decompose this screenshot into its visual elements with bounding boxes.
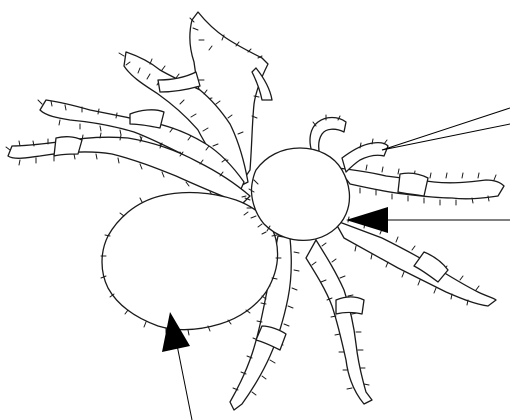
pedipalp-right xyxy=(342,143,388,172)
right-leg-3 xyxy=(306,240,372,404)
abdomen xyxy=(101,193,281,335)
right-leg-1 xyxy=(338,163,504,205)
right-leg-2 xyxy=(334,217,496,306)
cephalothorax-pointer xyxy=(346,207,510,233)
cephalothorax xyxy=(242,148,349,240)
pedipalp-pointer xyxy=(382,108,510,150)
